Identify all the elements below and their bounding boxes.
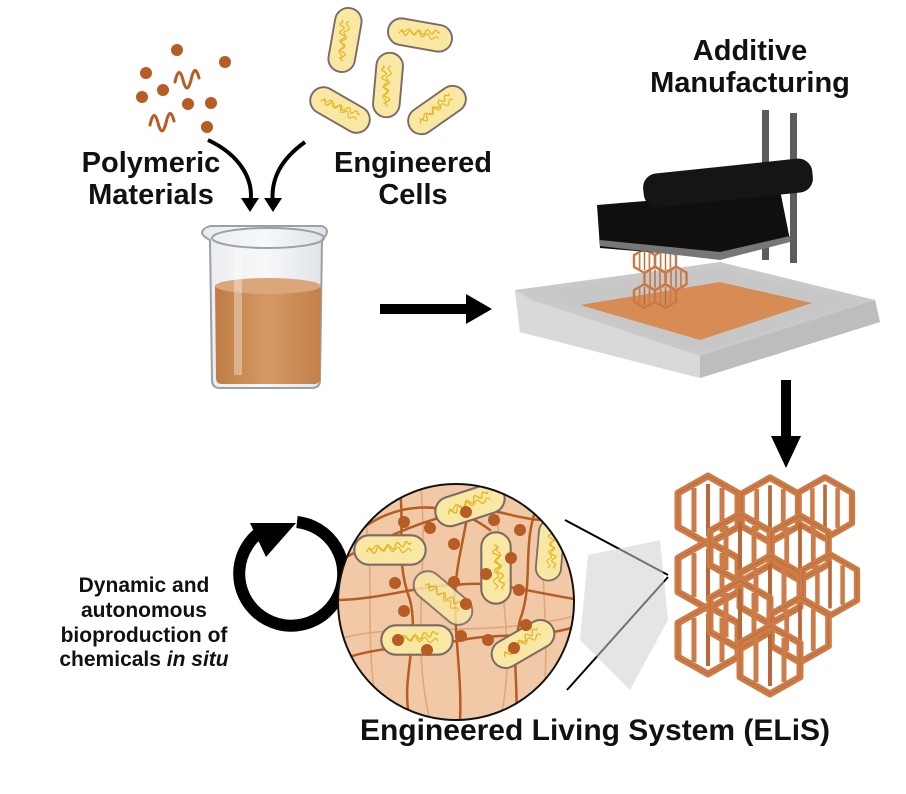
lattice-shadow — [580, 540, 668, 690]
down-arrow-icon — [771, 380, 801, 468]
engineered-cells-icon — [305, 6, 471, 140]
label-line: Materials — [88, 178, 214, 211]
label-line: bioproduction of — [60, 623, 228, 647]
label-line: Engineered — [334, 147, 492, 179]
label-line: Polymeric — [81, 147, 221, 179]
additive-manufacturing-label: Additive Manufacturing — [620, 35, 880, 100]
system-title: Engineered Living System (ELiS) — [359, 714, 831, 747]
polymeric-materials-label: Polymeric Materials — [56, 147, 246, 212]
label-line: chemicals in situ — [44, 648, 244, 673]
magnified-hydrogel-circle — [337, 483, 575, 721]
polymer-particles-icon — [136, 44, 231, 133]
beaker-icon — [201, 225, 328, 389]
bioproduction-label: Dynamic and autonomous bioproduction of … — [44, 574, 244, 673]
in-situ-italic-text: in situ — [166, 648, 229, 672]
merge-arrows-icon — [207, 138, 307, 212]
right-arrow-icon — [380, 294, 492, 324]
hexagonal-lattice-icon — [678, 476, 857, 694]
label-line: Dynamic and — [78, 574, 210, 597]
engineered-cells-label: Engineered Cells — [318, 147, 508, 212]
label-line: Additive — [692, 35, 808, 67]
label-line: autonomous — [81, 598, 207, 622]
3d-printer-icon — [515, 110, 880, 378]
cycle-arrow-icon — [233, 516, 350, 632]
label-line: Manufacturing — [650, 66, 850, 99]
label-line: Cells — [378, 178, 448, 211]
label-text: chemicals — [59, 648, 167, 672]
